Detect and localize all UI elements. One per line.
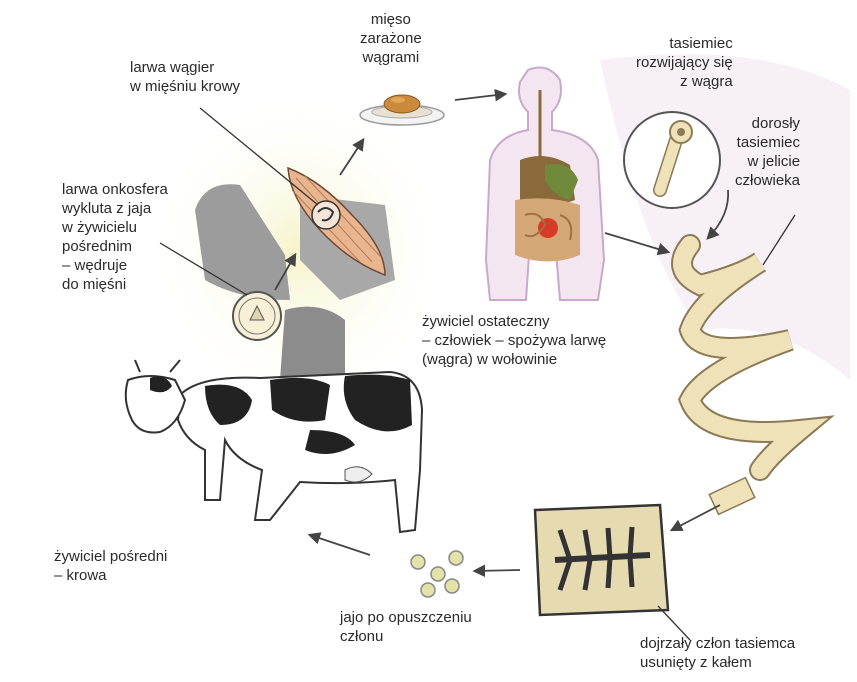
mature-proglottid <box>535 505 668 615</box>
label-adult-tapeworm: dorosły tasiemiec w jelicie człowieka <box>735 114 800 190</box>
developing-tapeworm-circle <box>624 112 720 208</box>
background-shade-right <box>600 54 850 380</box>
label-oncosphere: larwa onkosfera wykluta z jaja w żywicie… <box>62 180 168 294</box>
label-egg: jajo po opuszczeniu członu <box>340 608 472 646</box>
human-body-illustration <box>486 68 604 300</box>
oncosphere-egg <box>233 292 281 340</box>
meat-plate-illustration <box>360 95 444 125</box>
grey-shade-bottom <box>280 307 345 380</box>
label-cysticercus-in-muscle: larwa wągier w mięśniu krowy <box>130 58 240 96</box>
cow-illustration <box>126 360 422 532</box>
eggs <box>411 551 463 597</box>
label-developing-tapeworm: tasiemiec rozwijający się z wągra <box>636 34 733 91</box>
label-mature-proglottid: dojrzały człon tasiemca usunięty z kałem <box>640 634 795 672</box>
label-intermediate-host: żywiciel pośredni – krowa <box>54 547 167 585</box>
label-infected-meat: mięso zarażone wągrami <box>360 10 422 67</box>
label-definitive-host: żywiciel ostateczny – człowiek – spożywa… <box>422 312 606 369</box>
